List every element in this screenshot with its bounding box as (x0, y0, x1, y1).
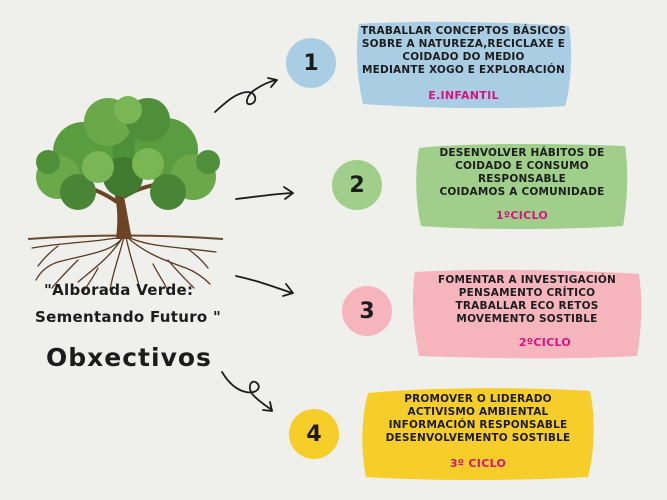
objective-1-line-4: MEDIANTE XOGO E EXPLORACIÓN (362, 64, 565, 76)
objective-4-level: 3º CICLO (449, 456, 507, 470)
objective-1-line-3: COIDADO DO MEDIO (402, 51, 525, 63)
arrow-4-icon (221, 371, 273, 412)
arrow-3-icon (235, 275, 294, 297)
objective-4-card: PROMOVER O LIDERADO ACTIVISMO AMBIENTAL … (358, 385, 598, 483)
page-title: Obxectivos (46, 343, 212, 372)
objective-2-line-3: RESPONSABLE (478, 172, 566, 185)
objective-4-line-2: ACTIVISMO AMBIENTAL (407, 405, 549, 418)
objective-4-line-1: PROMOVER O LIDERADO (404, 392, 552, 405)
arrow-2-icon (235, 186, 294, 200)
objective-3-line-2: PENSAMENTO CRÍTICO (458, 286, 596, 299)
project-caption-line-1: "Alborada Verde: (44, 281, 194, 299)
project-caption-line-2: Sementando Futuro " (35, 308, 222, 326)
tree-icon (27, 96, 224, 292)
objective-2-number: 2 (349, 172, 365, 198)
objective-3-level: 2ºCICLO (518, 335, 572, 349)
objective-2-line-1: DESENVOLVER HÁBITOS DE (439, 146, 605, 159)
objective-1-level: E.INFANTIL (428, 89, 499, 102)
objective-2-line-4: COIDAMOS A COMUNIDADE (439, 185, 605, 198)
objective-2-number-circle: 2 (332, 160, 382, 210)
arrow-1-icon (214, 77, 278, 113)
objective-2-line-2: COIDADO E CONSUMO (455, 159, 589, 172)
objective-1-number-circle: 1 (286, 38, 336, 88)
objective-1-card: TRABALLAR CONCEPTOS BÁSICOS SOBRE A NATU… (351, 18, 576, 113)
objective-3-number: 3 (359, 298, 375, 324)
objective-3-line-3: TRABALLAR ECO RETOS (455, 299, 599, 312)
objective-4-number-circle: 4 (289, 409, 339, 459)
objective-1-number: 1 (303, 50, 319, 76)
objective-1-line-2: SOBRE A NATUREZA,RECICLAXE E (361, 38, 566, 50)
objective-1-line-1: TRABALLAR CONCEPTOS BÁSICOS (360, 25, 567, 37)
objective-2-card: DESENVOLVER HÁBITOS DE COIDADO E CONSUMO… (413, 140, 631, 232)
objective-2-level: 1ºCICLO (495, 208, 549, 222)
objective-4-line-4: DESENVOLVEMENTO SOSTIBLE (385, 431, 571, 444)
objective-3-number-circle: 3 (342, 286, 392, 336)
objective-4-line-3: INFORMACIÓN RESPONSABLE (388, 418, 568, 431)
objective-3-line-4: MOVEMENTO SOSTIBLE (456, 312, 598, 325)
objective-4-number: 4 (306, 421, 322, 447)
objective-3-line-1: FOMENTAR A INVESTIGACIÓN (438, 273, 616, 286)
objective-3-card: FOMENTAR A INVESTIGACIÓN PENSAMENTO CRÍT… (409, 266, 645, 362)
